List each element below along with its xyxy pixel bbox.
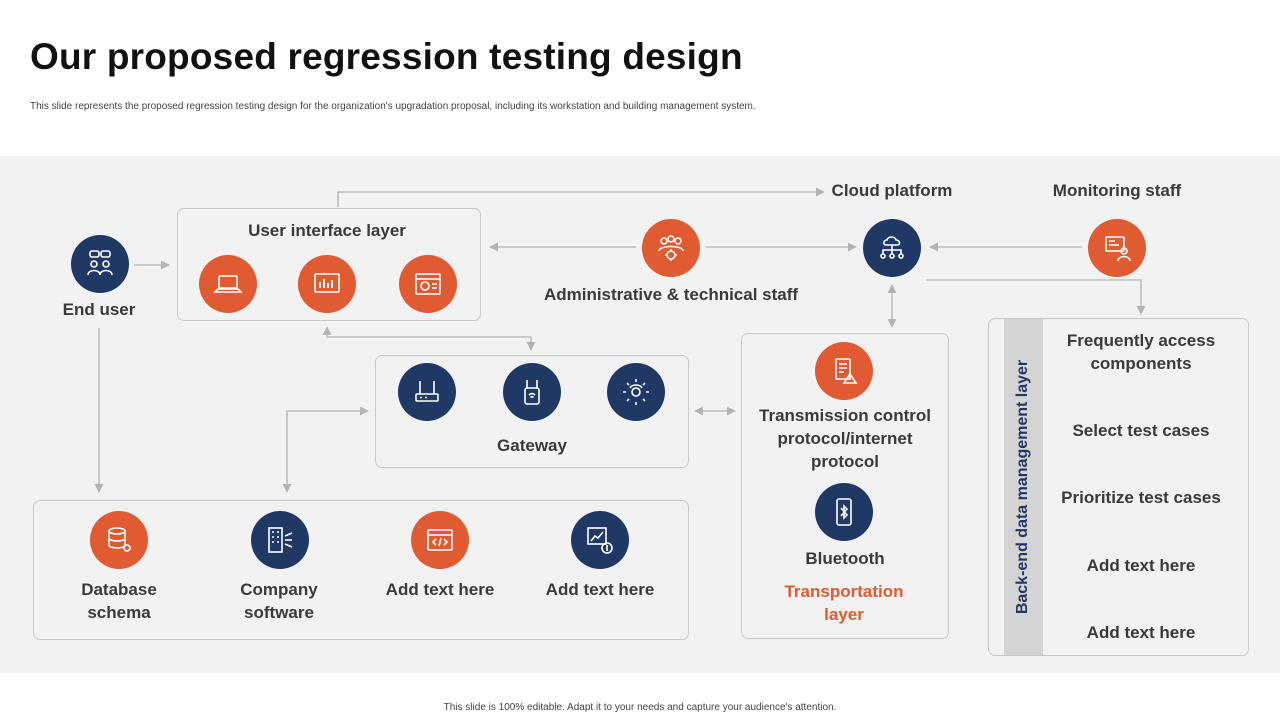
company-software-label: Company software	[240, 580, 318, 622]
backend-step-1: Frequently access components	[1066, 331, 1216, 373]
team-gear-icon	[642, 219, 700, 277]
dashboard-icon	[298, 255, 356, 313]
transport-layer-label: Transportation layer	[784, 582, 904, 624]
wireless-signal-icon	[607, 363, 665, 421]
wifi-extender-icon	[503, 363, 561, 421]
backend-label: Back-end data management layer	[1014, 359, 1031, 615]
database-gear-icon	[90, 511, 148, 569]
monitoring-staff-label: Monitoring staff	[1052, 181, 1182, 200]
footer-note: This slide is 100% editable. Adapt it to…	[443, 702, 837, 713]
document-warning-icon	[815, 342, 873, 400]
tcp-ip-label: Transmission control protocol/internet p…	[759, 406, 931, 471]
backend-step-2: Select test cases	[1072, 421, 1210, 440]
cloud-platform-label: Cloud platform	[831, 181, 953, 200]
add-text-label-2: Add text here	[545, 580, 655, 599]
backend-step-3: Prioritize test cases	[1061, 488, 1221, 507]
cloud-network-icon	[863, 219, 921, 277]
add-text-label-1: Add text here	[385, 580, 495, 599]
database-schema-label: Database schema	[81, 580, 157, 622]
code-window-icon	[411, 511, 469, 569]
bluetooth-label: Bluetooth	[805, 549, 885, 568]
chart-coins-icon	[571, 511, 629, 569]
monitor-person-icon	[1088, 219, 1146, 277]
browser-window-icon	[399, 255, 457, 313]
router-icon	[398, 363, 456, 421]
admin-staff-label: Administrative & technical staff	[543, 285, 799, 304]
ui-layer-label: User interface layer	[248, 221, 406, 240]
end-user-label: End user	[62, 300, 136, 319]
page-subtitle: This slide represents the proposed regre…	[30, 101, 756, 112]
laptop-icon	[199, 255, 257, 313]
bluetooth-phone-icon	[815, 483, 873, 541]
page-title: Our proposed regression testing design	[30, 36, 743, 77]
gateway-label: Gateway	[497, 436, 567, 455]
building-network-icon	[251, 511, 309, 569]
backend-sidebar	[1004, 319, 1043, 655]
users-chat-icon	[71, 235, 129, 293]
backend-step-5: Add text here	[1086, 623, 1196, 642]
backend-step-4: Add text here	[1086, 556, 1196, 575]
